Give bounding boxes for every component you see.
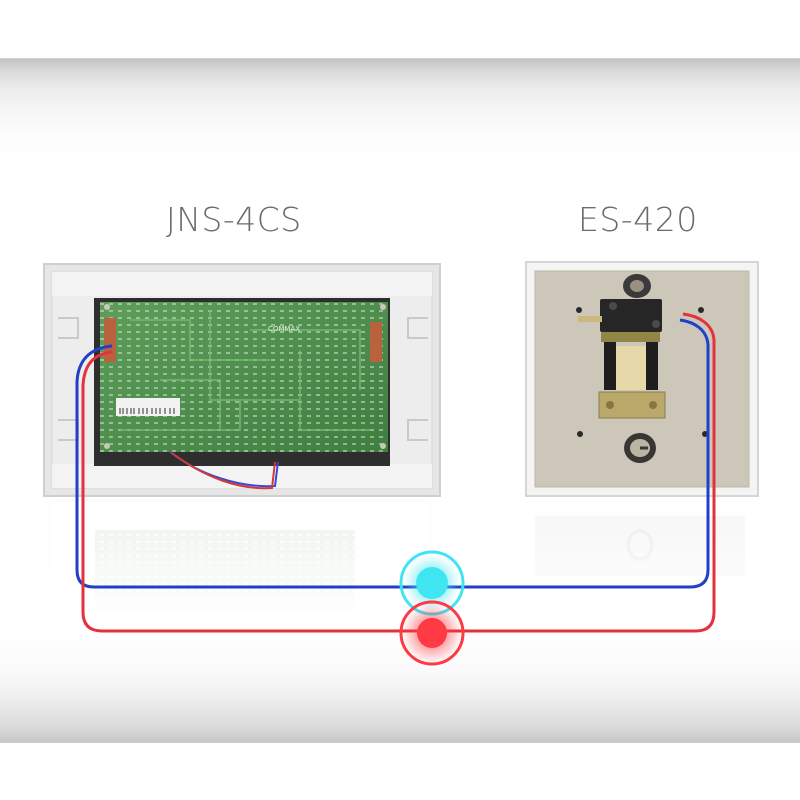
barcode-sticker — [116, 398, 180, 416]
internal-wire-red — [171, 452, 276, 490]
wire-red — [81, 312, 716, 633]
blue-connection-node — [399, 550, 465, 616]
blue-node-dot — [416, 567, 448, 599]
device-label-jns-4cs: JNS-4CS — [166, 200, 302, 239]
red-connection-node — [399, 600, 465, 666]
microswitch — [600, 299, 662, 332]
left-connector — [104, 318, 116, 362]
es-420-unit — [525, 261, 759, 497]
red-node-dot — [417, 618, 447, 648]
red-node-ring — [399, 600, 465, 666]
circuit-board: COMMAX — [100, 302, 388, 452]
right-connector — [370, 322, 382, 362]
jns-4cs-unit: COMMAX — [43, 263, 441, 497]
board-brand: COMMAX — [268, 325, 300, 333]
wire-blue — [75, 318, 710, 589]
device-label-es-420: ES-420 — [578, 200, 698, 239]
reflection-fade — [0, 497, 800, 627]
